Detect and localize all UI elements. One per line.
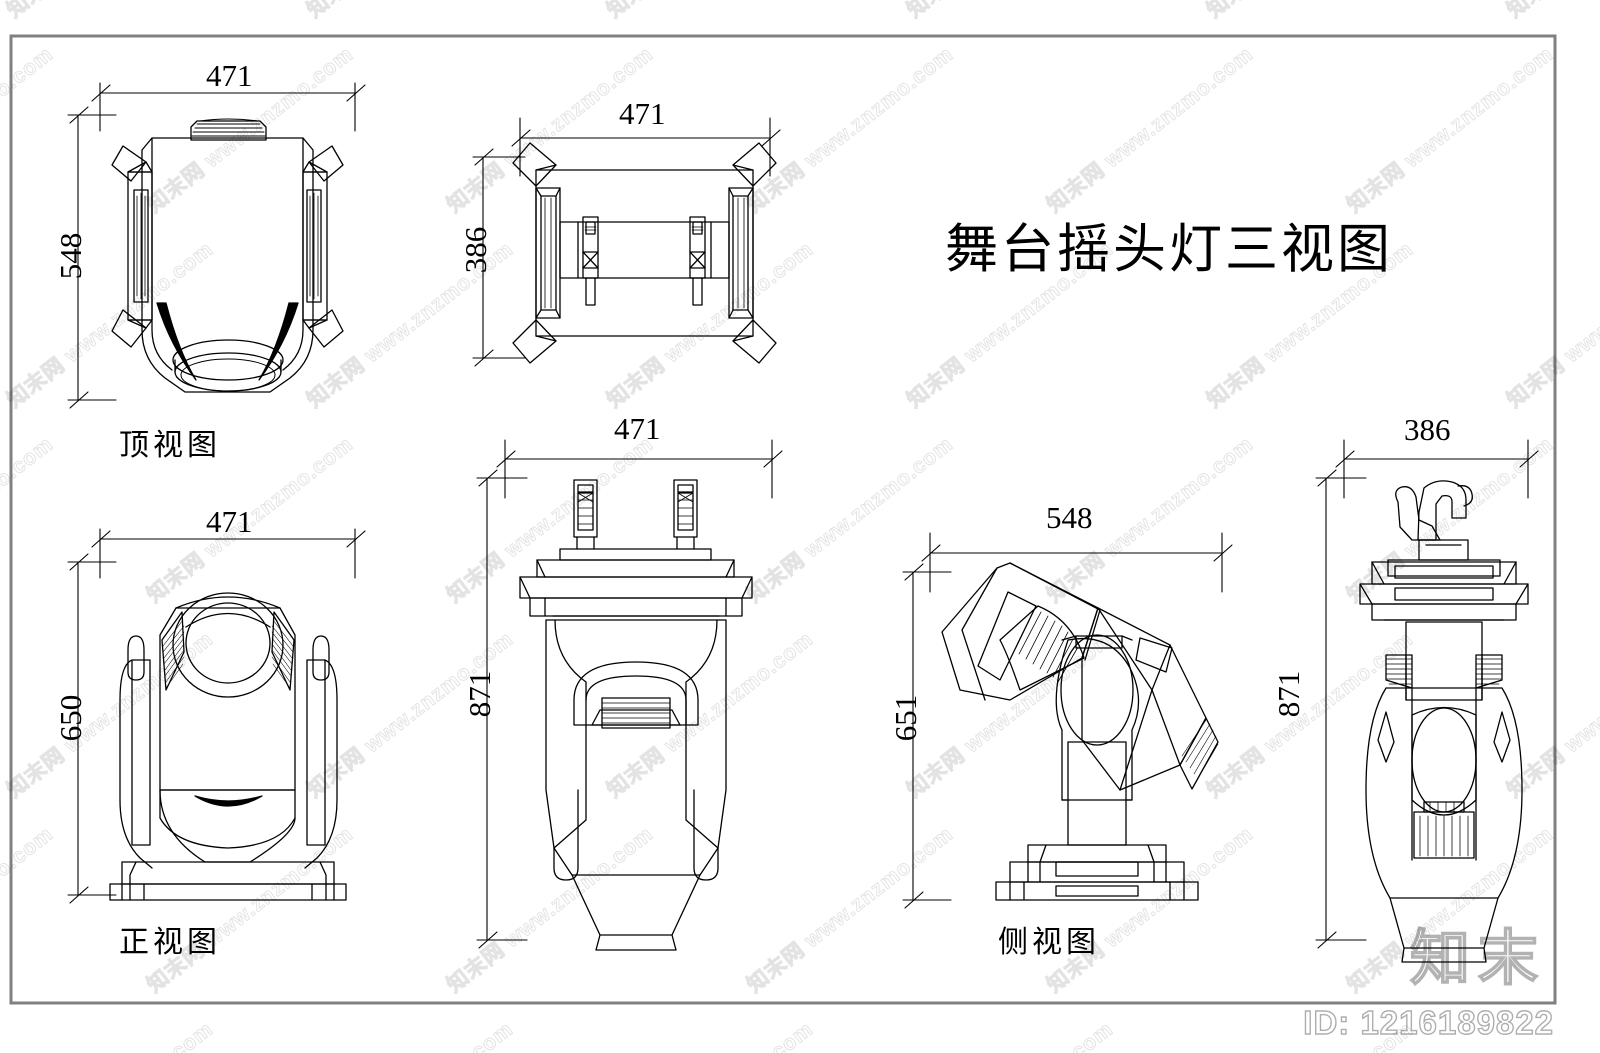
dim-label-bottom-width: 471 — [619, 96, 666, 131]
dim-label-bottom-height: 386 — [458, 226, 493, 274]
clamp-left — [582, 216, 599, 306]
view-bottom-geometry — [472, 117, 781, 367]
dim-front-height — [67, 553, 117, 904]
drawing-id: ID: 1216189822 — [1303, 1004, 1554, 1041]
dim-label-side-height: 651 — [888, 694, 923, 742]
dim-label-front-width: 471 — [206, 504, 253, 539]
brand-logo: 知末 — [1409, 925, 1546, 992]
dim-label-top-height: 548 — [53, 232, 88, 280]
dim-rear-width — [496, 439, 783, 499]
view-caption-side: 侧视图 — [998, 925, 1100, 960]
view-caption-front: 正视图 — [119, 925, 221, 960]
dim-label-front-height: 650 — [53, 694, 88, 742]
dim-label-side-width: 548 — [1046, 500, 1093, 535]
view-rear-geometry — [476, 439, 783, 951]
sheet-border — [9, 34, 1557, 1005]
view-caption-top: 顶视图 — [119, 428, 221, 463]
dim-side-height — [902, 563, 952, 909]
dim-bottom-width — [511, 117, 781, 177]
hanger-right — [673, 479, 698, 550]
dim-front-width — [91, 528, 366, 579]
dim-side-width — [921, 532, 1233, 593]
dim-rr-width — [1335, 439, 1539, 499]
dim-label-rear-height: 871 — [462, 670, 497, 718]
dim-top-height — [67, 106, 117, 409]
dim-rear-height — [476, 469, 528, 949]
page-title: 舞台摇头灯三视图 — [945, 219, 1393, 280]
view-side-geometry — [902, 532, 1233, 909]
view-rear-right-geometry — [1315, 439, 1539, 963]
hanger-left — [573, 479, 598, 550]
dim-label-rr-height: 871 — [1271, 670, 1306, 718]
dim-rr-height — [1315, 469, 1367, 949]
dim-label-top-width: 471 — [206, 58, 253, 93]
dim-bottom-height — [472, 148, 526, 367]
dim-label-rr-width: 386 — [1404, 412, 1451, 447]
view-top-geometry — [67, 82, 366, 409]
clamp-right — [689, 216, 706, 306]
dim-top-width — [91, 82, 366, 132]
view-front-geometry — [67, 528, 366, 904]
dim-label-rear-width: 471 — [614, 411, 661, 446]
